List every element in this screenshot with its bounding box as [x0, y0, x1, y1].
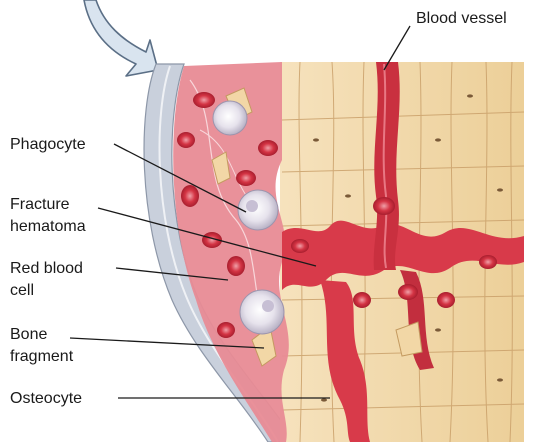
- label-phagocyte: Phagocyte: [10, 134, 86, 155]
- label-fracture-hematoma-line1: Fracture: [10, 194, 70, 215]
- label-fracture-hematoma-line2: hematoma: [10, 216, 86, 237]
- label-osteocyte: Osteocyte: [10, 388, 82, 409]
- label-red-blood-cell-line1: Red blood: [10, 258, 83, 279]
- osteocyte-cell: [313, 138, 319, 141]
- label-bone-fragment-line2: fragment: [10, 346, 73, 367]
- label-bone-fragment-line1: Bone: [10, 324, 47, 345]
- label-blood-vessel: Blood vessel: [416, 8, 507, 29]
- direction-arrow: [84, 0, 158, 76]
- label-red-blood-cell-line2: cell: [10, 280, 34, 301]
- phagocyte-cell: [238, 190, 278, 230]
